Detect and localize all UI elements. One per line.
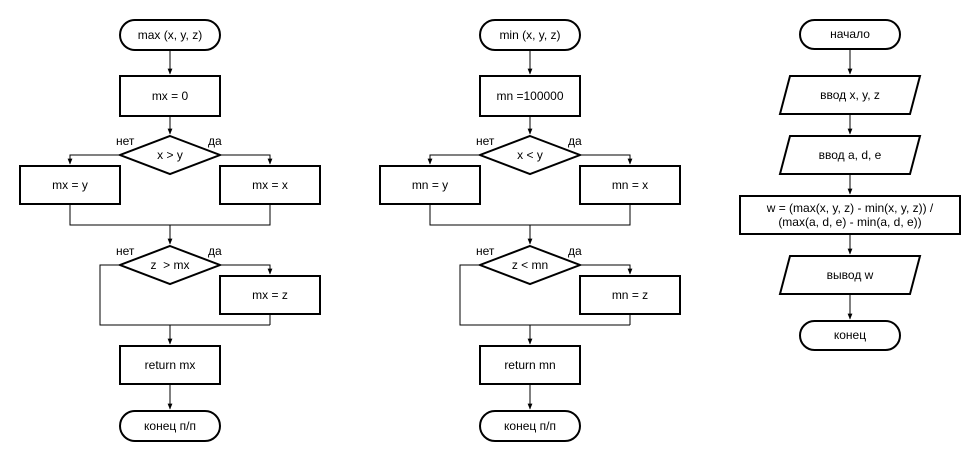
min-init-process	[479, 75, 581, 117]
min-right-process-2	[579, 275, 681, 315]
min-init-text: mn =100000	[496, 89, 563, 103]
min-start-text: min (x, y, z)	[499, 28, 560, 42]
max-return-process	[119, 345, 221, 385]
max-right-process-2-text: mx = z	[252, 288, 288, 302]
min-return-process	[479, 345, 581, 385]
min-flowchart: min (x, y, z) mn =100000 x < y нет да mn…	[379, 19, 681, 442]
max-decision-2-no-label: нет	[116, 244, 135, 258]
max-decision-1-text: x > y	[157, 148, 183, 162]
main-calc-text-line1: w = (max(x, y, z) - min(x, y, z)) /	[766, 201, 934, 215]
connector-no	[67, 154, 120, 165]
connector-yes	[580, 154, 633, 165]
min-start-terminal	[479, 19, 581, 51]
max-flowchart: max (x, y, z) mx = 0 x > y нет да mx = y…	[19, 19, 321, 442]
main-input-2	[778, 135, 922, 175]
max-decision-1	[117, 134, 223, 176]
main-end-text: конец	[834, 328, 866, 342]
main-start-terminal	[799, 19, 901, 50]
connector-no	[427, 154, 480, 165]
main-flowchart: начало ввод x, y, z ввод a, d, e w = (ma…	[739, 19, 961, 351]
connector-no	[99, 264, 270, 326]
main-output	[778, 255, 922, 295]
min-decision-2-yes-label: да	[568, 244, 582, 258]
connector-no	[459, 264, 630, 326]
connector-yes	[220, 154, 273, 165]
min-right-process-2-text: mn = z	[612, 288, 648, 302]
max-decision-1-yes-label: да	[208, 134, 222, 148]
min-decision-2-text: z < mn	[512, 258, 548, 272]
connector-yes	[220, 264, 273, 275]
connector-yes	[580, 264, 633, 275]
max-decision-1-no-label: нет	[116, 134, 135, 148]
max-init-text: mx = 0	[152, 89, 189, 103]
max-right-process-2	[219, 275, 321, 315]
max-right-process-1	[219, 165, 321, 205]
min-right-process-1-text: mn = x	[612, 178, 648, 192]
min-decision-1-yes-label: да	[568, 134, 582, 148]
max-start-terminal	[119, 19, 221, 51]
max-init-process	[119, 75, 221, 117]
max-end-terminal	[119, 410, 221, 442]
main-input-1-text: ввод x, y, z	[820, 88, 880, 102]
min-left-process-1	[379, 165, 481, 205]
min-end-terminal	[479, 410, 581, 442]
min-decision-2-no-label: нет	[476, 244, 495, 258]
max-decision-2-yes-label: да	[208, 244, 222, 258]
max-decision-2-text: z > mx	[150, 258, 189, 272]
main-end-terminal	[799, 320, 901, 351]
min-return-text: return mn	[504, 358, 555, 372]
main-start-text: начало	[830, 27, 870, 41]
main-calc-text-line2: (max(a, d, e) - min(a, d, e))	[778, 215, 921, 229]
min-decision-1-no-label: нет	[476, 134, 495, 148]
connector-merge	[429, 204, 631, 226]
max-right-process-1-text: mx = x	[252, 178, 288, 192]
main-input-1	[778, 75, 922, 115]
min-decision-1-text: x < y	[517, 148, 543, 162]
connector-merge	[69, 204, 271, 226]
max-left-process-1-text: mx = y	[52, 178, 88, 192]
main-calc-process	[739, 195, 961, 235]
min-decision-2	[477, 244, 583, 286]
min-decision-1	[477, 134, 583, 176]
max-return-text: return mx	[145, 358, 196, 372]
max-decision-2	[117, 244, 223, 286]
min-end-text: конец п/п	[504, 419, 556, 433]
main-output-text: вывод w	[827, 268, 874, 282]
min-left-process-1-text: mn = y	[412, 178, 448, 192]
min-right-process-1	[579, 165, 681, 205]
max-end-text: конец п/п	[144, 419, 196, 433]
main-input-2-text: ввод a, d, e	[819, 148, 882, 162]
max-left-process-1	[19, 165, 121, 205]
max-start-text: max (x, y, z)	[138, 28, 202, 42]
